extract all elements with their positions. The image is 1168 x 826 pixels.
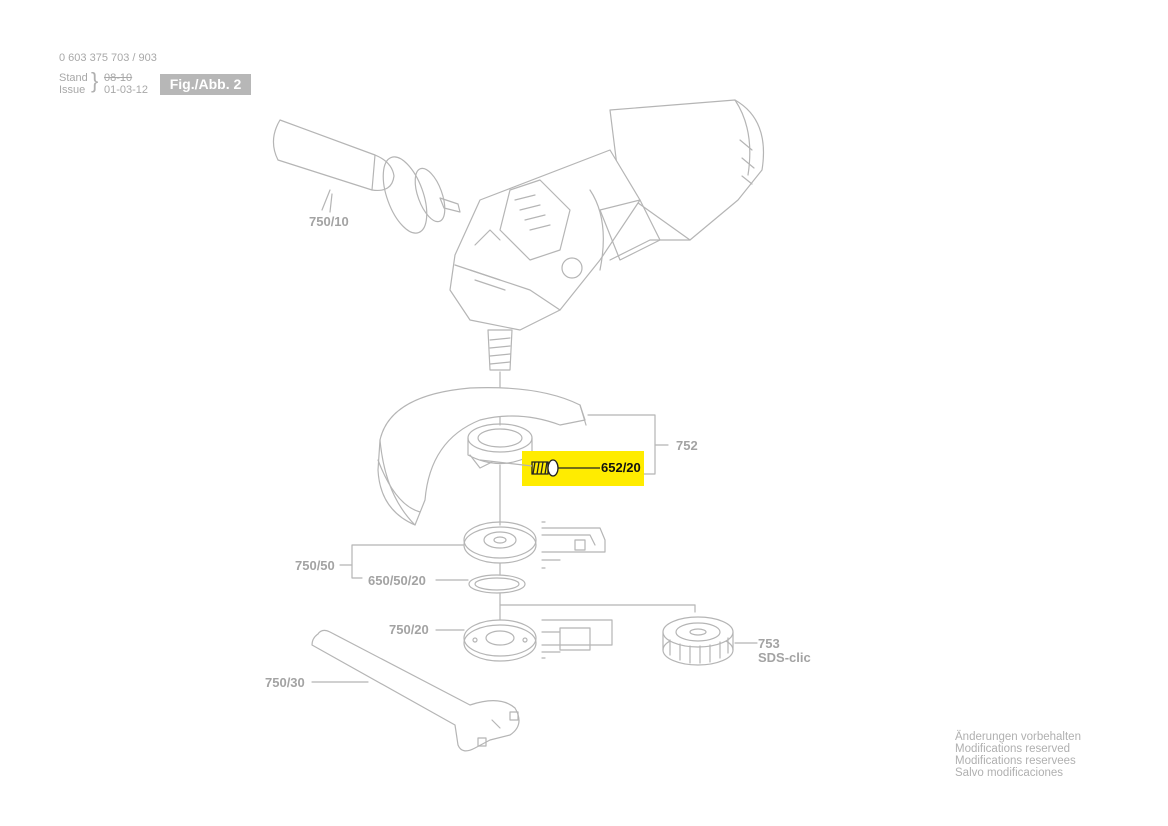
angle-grinder-body xyxy=(449,99,765,371)
o-ring-label: 650/50/20 xyxy=(368,573,426,588)
flange xyxy=(463,521,537,564)
guard-label: 752 xyxy=(676,438,698,453)
sds-clic-nut xyxy=(662,616,734,666)
issue-date: 01-03-12 xyxy=(104,84,149,96)
mod-line-es: Salvo modificaciones xyxy=(955,767,1064,779)
wrench-label: 750/30 xyxy=(265,675,305,690)
old-date: 08-10 xyxy=(104,72,133,84)
handle-label: 750/10 xyxy=(309,214,349,229)
auxiliary-handle xyxy=(272,119,461,234)
o-ring xyxy=(468,574,526,594)
brace-icon: } xyxy=(91,68,99,93)
stand-label: Stand xyxy=(59,72,88,84)
mod-line-de: Änderungen vorbehalten xyxy=(955,731,1081,743)
sds-number-label: 753 xyxy=(758,636,780,651)
sds-name-label: SDS-clic xyxy=(758,650,811,665)
figure-badge: Fig./Abb. 2 xyxy=(160,74,251,95)
part-number: 0 603 375 703 / 903 xyxy=(59,52,157,64)
spanner-wrench xyxy=(311,629,520,752)
issue-label: Issue xyxy=(59,84,86,96)
clamping-nut xyxy=(463,619,537,662)
flange-label: 750/50 xyxy=(295,558,335,573)
screw-label: 652/20 xyxy=(601,460,641,475)
modifications-note: Änderungen vorbehalten Modifications res… xyxy=(955,731,1081,779)
mod-line-fr: Modifications reservees xyxy=(955,755,1076,767)
mod-line-en: Modifications reserved xyxy=(955,743,1071,755)
nut-label: 750/20 xyxy=(389,622,429,637)
